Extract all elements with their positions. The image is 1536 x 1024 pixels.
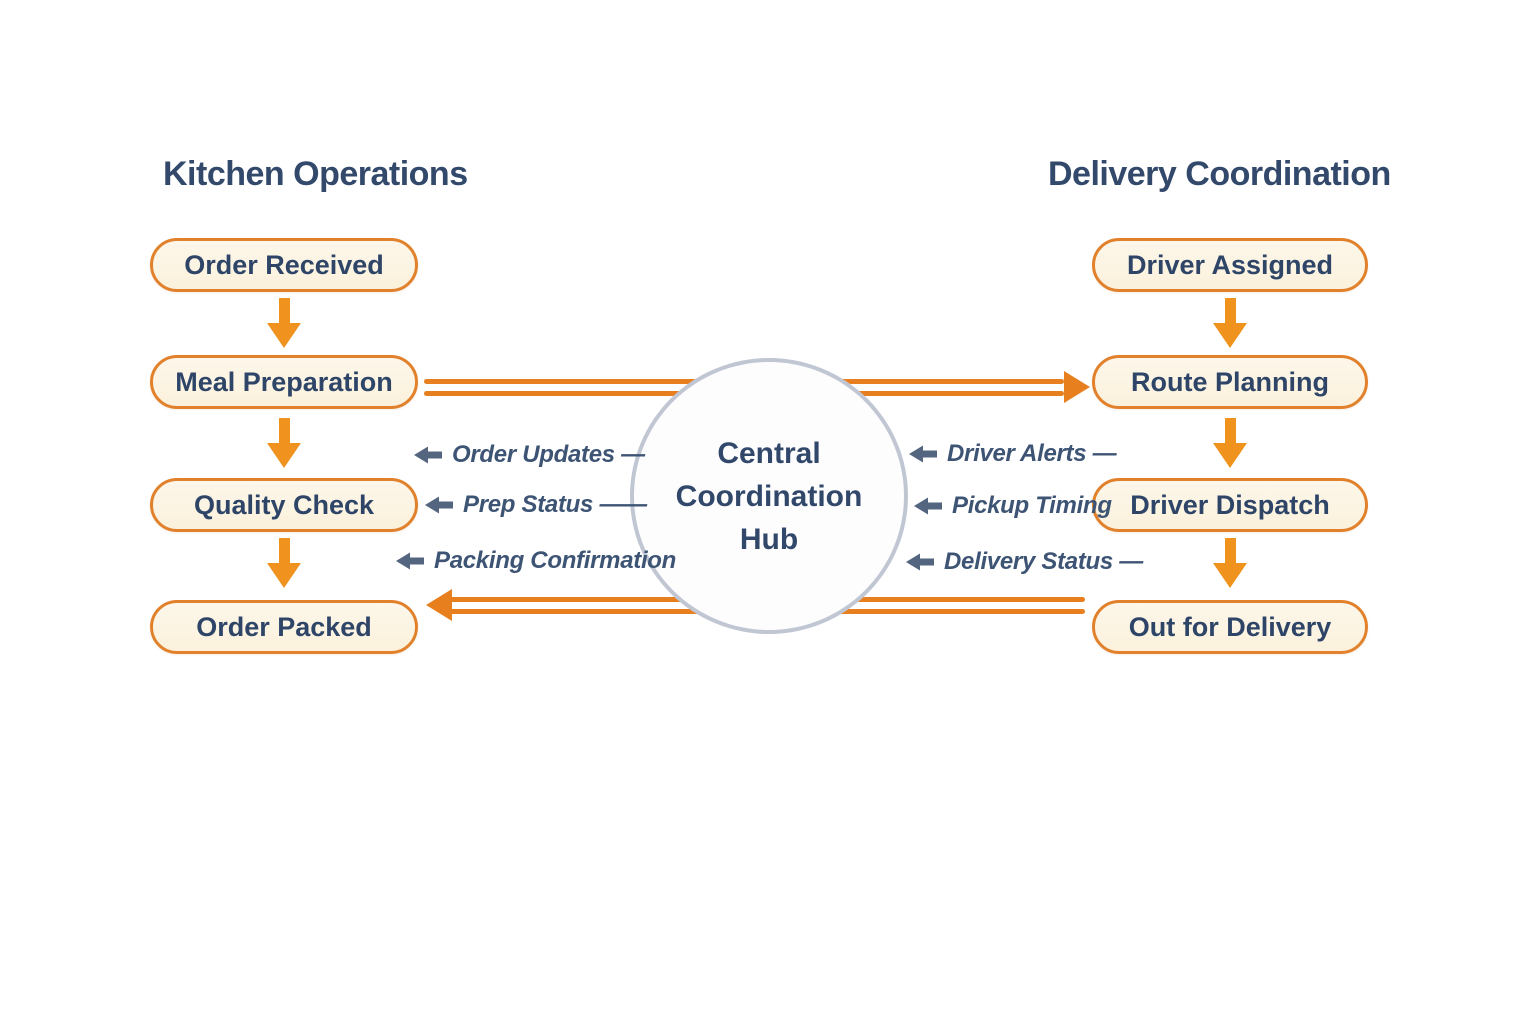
step-box-out-for-delivery: Out for Delivery bbox=[1092, 600, 1368, 654]
connector-delivery-to-kitchen-arrowhead-icon bbox=[426, 589, 452, 621]
flow-down-arrow-icon bbox=[1213, 298, 1247, 348]
arrow-stem bbox=[1224, 298, 1236, 323]
step-box-route-planning: Route Planning bbox=[1092, 355, 1368, 409]
step-label: Route Planning bbox=[1131, 366, 1329, 397]
step-label: Meal Preparation bbox=[175, 366, 393, 397]
step-box-driver-dispatch: Driver Dispatch bbox=[1092, 478, 1368, 532]
flow-down-arrow-icon bbox=[267, 538, 301, 588]
message-pickup-timing: Pickup Timing bbox=[913, 492, 1112, 520]
message-label: Order Updates — bbox=[452, 441, 645, 468]
left-arrow-icon bbox=[909, 445, 937, 463]
arrow-stem bbox=[278, 418, 290, 443]
message-label: Packing Confirmation bbox=[434, 547, 677, 574]
message-label: Driver Alerts — bbox=[947, 440, 1117, 467]
step-box-meal-preparation: Meal Preparation bbox=[150, 355, 418, 409]
message-delivery-status: Delivery Status — bbox=[905, 548, 1143, 576]
step-label: Out for Delivery bbox=[1128, 611, 1332, 642]
arrow-head bbox=[267, 323, 301, 348]
left-arrow-icon bbox=[396, 552, 424, 570]
arrow-head bbox=[1213, 323, 1247, 348]
left-column-title: Kitchen Operations bbox=[163, 155, 468, 193]
hub-label-line-3: Hub bbox=[739, 522, 799, 556]
left-arrow-icon bbox=[906, 553, 934, 571]
left-arrow-icon bbox=[425, 496, 453, 514]
step-label: Driver Dispatch bbox=[1130, 489, 1330, 520]
flow-down-arrow-icon bbox=[267, 418, 301, 468]
step-label: Order Packed bbox=[196, 611, 372, 642]
flow-down-arrow-icon bbox=[267, 298, 301, 348]
step-label: Driver Assigned bbox=[1126, 249, 1334, 280]
message-driver-alerts: Driver Alerts — bbox=[908, 440, 1117, 468]
left-arrow-icon bbox=[914, 497, 942, 515]
arrow-stem bbox=[278, 298, 290, 323]
step-box-driver-assigned: Driver Assigned bbox=[1092, 238, 1368, 292]
arrow-stem bbox=[278, 538, 290, 563]
arrow-stem bbox=[1224, 418, 1236, 443]
right-column-title: Delivery Coordination bbox=[1048, 155, 1391, 193]
message-label: Delivery Status — bbox=[944, 548, 1143, 575]
connector-kitchen-to-delivery-arrowhead-icon bbox=[1064, 371, 1090, 403]
message-prep-status: Prep Status —— bbox=[424, 491, 647, 519]
message-label: Prep Status —— bbox=[463, 491, 647, 518]
hub-label-line-2: Coordination bbox=[675, 479, 863, 513]
arrow-head bbox=[1213, 563, 1247, 588]
arrow-head bbox=[267, 563, 301, 588]
arrow-head bbox=[1213, 443, 1247, 468]
message-packing-confirmation: Packing Confirmation bbox=[395, 547, 676, 575]
arrow-head bbox=[267, 443, 301, 468]
step-box-quality-check: Quality Check bbox=[150, 478, 418, 532]
flow-down-arrow-icon bbox=[1213, 418, 1247, 468]
step-label: Order Received bbox=[184, 249, 384, 280]
arrow-stem bbox=[1224, 538, 1236, 563]
hub-label-line-1: Central bbox=[717, 436, 821, 470]
message-label: Pickup Timing bbox=[952, 492, 1112, 519]
flow-down-arrow-icon bbox=[1213, 538, 1247, 588]
step-box-order-received: Order Received bbox=[150, 238, 418, 292]
step-label: Quality Check bbox=[193, 489, 375, 520]
step-box-order-packed: Order Packed bbox=[150, 600, 418, 654]
left-arrow-icon bbox=[414, 446, 442, 464]
central-coordination-hub: Central Coordination Hub bbox=[630, 358, 908, 634]
message-order-updates: Order Updates — bbox=[413, 441, 645, 469]
